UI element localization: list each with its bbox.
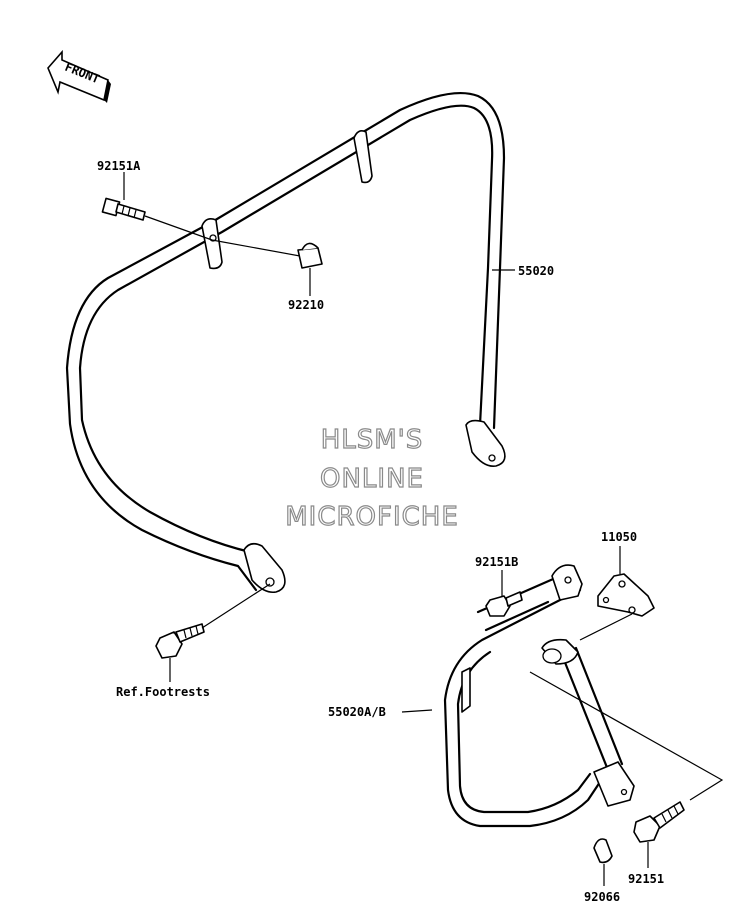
label-92151a: 92151A xyxy=(97,159,141,173)
leader-55020ab xyxy=(401,709,433,713)
leader-92151a xyxy=(144,215,301,257)
label-92210: 92210 xyxy=(288,298,324,312)
plate-11050-icon xyxy=(597,573,655,617)
bolt-92151-icon xyxy=(633,801,685,843)
bolt-footrests-icon xyxy=(155,623,205,659)
leader-footrests xyxy=(201,583,271,629)
front-arrow-icon: FRONT xyxy=(47,49,111,103)
label-92066: 92066 xyxy=(584,890,620,904)
label-ref-footrests: Ref.Footrests xyxy=(116,685,210,699)
watermark-line1: HLSM'S xyxy=(321,425,424,455)
guard-bar-55020ab xyxy=(443,564,635,828)
watermark: HLSM'S ONLINE MICROFICHE xyxy=(285,424,459,532)
label-55020ab: 55020A/B xyxy=(328,705,386,719)
watermark-line3: MICROFICHE xyxy=(285,502,459,532)
label-92151: 92151 xyxy=(628,872,664,886)
label-11050: 11050 xyxy=(601,530,637,544)
label-92151b: 92151B xyxy=(475,555,518,569)
bolt-92151b-icon xyxy=(485,591,523,617)
label-55020: 55020 xyxy=(518,264,554,278)
watermark-line2: ONLINE xyxy=(320,464,424,494)
leader-11050-link xyxy=(579,613,633,641)
bolt-92151a-icon xyxy=(101,197,146,221)
acorn-nut-92210-icon xyxy=(297,242,323,269)
leader-cross xyxy=(529,671,724,801)
cap-92066-icon xyxy=(593,838,613,864)
